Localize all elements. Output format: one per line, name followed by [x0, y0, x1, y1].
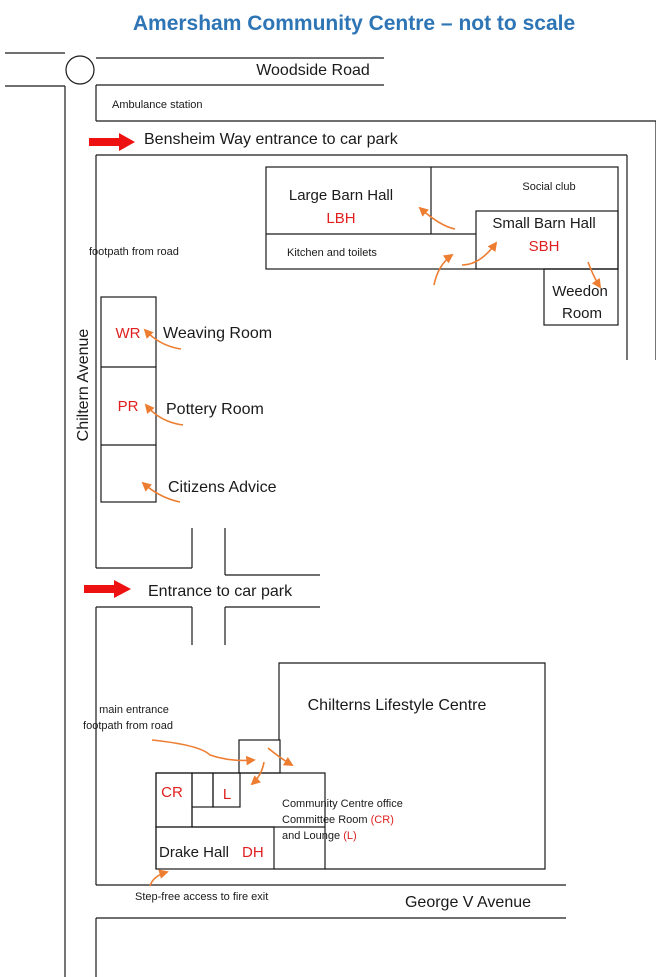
orange-arrow-icon [418, 206, 456, 230]
office-label-1: Community Centre office [282, 798, 403, 810]
step-free-label: Step-free access to fire exit [135, 891, 268, 903]
social-club-label: Social club [522, 181, 575, 193]
orange-arrow-icon [141, 481, 181, 503]
ambulance-station-label: Ambulance station [112, 99, 203, 111]
weaving-room-label: Weaving Room [163, 325, 272, 342]
orange-arrow-icon [461, 241, 498, 266]
wr-code: WR [116, 325, 141, 342]
orange-arrow-icon [267, 747, 294, 766]
orange-arrow-icon [250, 761, 265, 786]
orange-arrow-icon [433, 253, 454, 286]
orange-arrow-icon [149, 869, 169, 887]
cr-code: CR [161, 784, 183, 801]
lounge-room [212, 772, 241, 808]
george-v-avenue-label: George V Avenue [405, 894, 531, 911]
small-barn-hall-label: Small Barn Hall [492, 215, 595, 232]
pottery-room-label: Pottery Room [166, 401, 264, 418]
entrance-lobby [238, 739, 281, 774]
office-label-2a: Committee Room [282, 814, 368, 826]
orange-arrow-icon [587, 261, 602, 289]
l-code-small: (L) [343, 830, 356, 842]
weedon-room-label-2: Room [562, 305, 602, 322]
workshop-block [100, 296, 157, 503]
roundabout-icon [65, 55, 95, 85]
office-label-3: and Lounge (L) [282, 830, 357, 842]
bensheim-entrance-label: Bensheim Way entrance to car park [144, 131, 399, 148]
small-room [191, 772, 214, 808]
car-park-entrance-label: Entrance to car park [148, 583, 293, 600]
office-label-3a: and Lounge [282, 830, 340, 842]
dh-code: DH [242, 844, 264, 861]
lifestyle-centre-lower [325, 740, 546, 870]
office-label-2: Committee Room (CR) [282, 814, 394, 826]
main-entrance-label: main entrance [99, 704, 169, 716]
lifestyle-centre-label: Chilterns Lifestyle Centre [308, 697, 487, 714]
large-barn-hall-label: Large Barn Hall [289, 187, 393, 204]
orange-arrow-icon [143, 328, 182, 350]
woodside-road-label: Woodside Road [256, 62, 370, 79]
sbh-code: SBH [529, 238, 560, 255]
kitchen-label: Kitchen and toilets [287, 247, 377, 259]
cr-code-small: (CR) [371, 814, 394, 826]
drake-hall-label: Drake Hall [159, 844, 229, 861]
weedon-room [543, 268, 619, 326]
orange-arrow-icon [151, 739, 256, 766]
red-arrow-icon [89, 133, 135, 151]
lbh-code: LBH [326, 210, 355, 227]
chiltern-avenue-label: Chiltern Avenue [75, 329, 92, 442]
pr-code: PR [118, 398, 139, 415]
red-arrow-icon [84, 580, 131, 598]
citizens-advice-label: Citizens Advice [168, 479, 277, 496]
footpath-label: footpath from road [89, 246, 179, 258]
main-entrance-footpath-label: footpath from road [83, 720, 173, 732]
lifestyle-centre-box [278, 662, 546, 740]
lounge-code: L [223, 786, 231, 803]
orange-arrow-icon [144, 403, 184, 426]
map-title: Amersham Community Centre – not to scale [133, 12, 575, 35]
